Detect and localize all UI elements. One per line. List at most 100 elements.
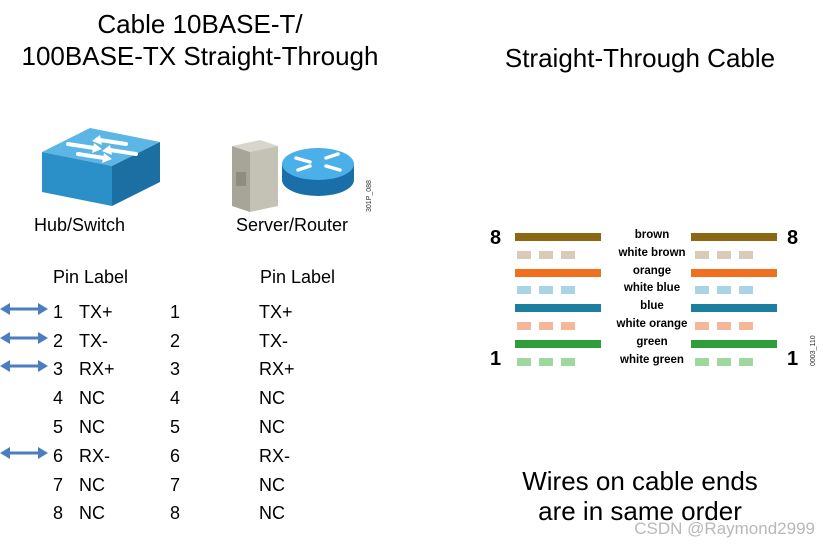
- end-number-bottom-right: 1: [787, 348, 799, 370]
- pin-number-right: 4: [170, 388, 181, 408]
- wire-stripe: [517, 322, 531, 330]
- pin-number-right: 2: [170, 331, 181, 351]
- wire-stripe: [539, 322, 553, 330]
- wire-segment-left: [515, 339, 601, 348]
- pin-number-right: 5: [170, 417, 181, 437]
- pin-number: 8: [53, 503, 64, 523]
- wire-stripe: [739, 357, 753, 366]
- wire-stripe: [517, 357, 531, 366]
- pin-number-right: 8: [170, 503, 181, 523]
- wire-stripe: [695, 357, 709, 366]
- pin-number: 3: [53, 359, 64, 379]
- switch-icon: [42, 128, 160, 206]
- wire-segment-right: [691, 304, 777, 313]
- pin-label: TX+: [79, 302, 113, 322]
- pin-number-right: 6: [170, 446, 181, 466]
- wire-row: white green: [515, 353, 777, 369]
- wire-row: white orange: [515, 318, 777, 333]
- wire-stripe: [695, 286, 709, 295]
- wire-color-name: orange: [632, 264, 672, 277]
- wire-stripe: [739, 250, 753, 259]
- pin-label: RX-: [79, 446, 110, 466]
- pin-label-right: RX+: [259, 359, 295, 379]
- pin-row: 3 RX+ 3 RX+: [0, 357, 420, 381]
- pin-number: 6: [53, 446, 64, 466]
- pin-label-right: NC: [259, 388, 285, 408]
- pin-header-left: Pin Label: [53, 267, 129, 287]
- wire-stripe: [739, 322, 753, 330]
- left-title: Cable 10BASE-T/ 100BASE-TX Straight-Thro…: [0, 8, 400, 72]
- pin-number: 1: [53, 302, 64, 322]
- wire-stripe: [695, 322, 709, 330]
- end-number-top-left: 8: [490, 227, 502, 249]
- pin-number: 2: [53, 331, 64, 351]
- figure-code-left: 301P_088: [366, 180, 373, 212]
- wire-segment-left: [515, 233, 601, 241]
- caption-line1: Wires on cable ends: [522, 466, 758, 496]
- wire-segment-right: [691, 268, 777, 277]
- wire-stripe: [561, 357, 575, 366]
- wire-segment-right: [691, 339, 777, 348]
- wire-row: orange: [515, 264, 777, 280]
- pin-number: 4: [53, 388, 64, 408]
- wire-color-name: brown: [634, 229, 670, 241]
- wire-stripe: [739, 286, 753, 295]
- wire-segment-right: [691, 233, 777, 241]
- end-number-top-right: 8: [787, 227, 799, 249]
- pin-row: 4 NC 4 NC: [0, 386, 420, 410]
- pin-label-right: NC: [259, 475, 285, 495]
- wire-segment-left: [515, 304, 601, 313]
- wire-stripe: [561, 322, 575, 330]
- wire-color-name: green: [636, 335, 668, 348]
- pin-label: NC: [79, 388, 105, 408]
- double-arrow-icon: [0, 332, 48, 344]
- wire-row: green: [515, 335, 777, 351]
- server-router-icon: [232, 140, 354, 212]
- pin-label: RX+: [79, 359, 115, 379]
- pin-label-right: TX+: [259, 302, 293, 322]
- double-arrow-icon: [0, 447, 48, 459]
- wire-stripe: [539, 286, 553, 295]
- pin-label: NC: [79, 417, 105, 437]
- right-title: Straight-Through Cable: [504, 43, 776, 73]
- wire-stripe: [517, 286, 531, 295]
- wire-color-name: white blue: [623, 282, 681, 295]
- wire-row: blue: [515, 300, 777, 315]
- wire-color-name: white brown: [618, 246, 686, 259]
- wire-row: white brown: [515, 246, 777, 262]
- figure-code-right: 0003_110: [810, 335, 817, 366]
- pin-row: 2 TX- 2 TX-: [0, 329, 420, 353]
- caption: Wires on cable ends are in same order: [470, 466, 810, 526]
- wire-segment-left: [515, 268, 601, 277]
- double-arrow-icon: [0, 303, 48, 315]
- pin-number-right: 3: [170, 359, 181, 379]
- pin-number-right: 7: [170, 475, 181, 495]
- wire-row: white blue: [515, 282, 777, 297]
- pin-row: 7 NC 7 NC: [0, 473, 420, 497]
- wire-stripe: [561, 250, 575, 259]
- wire-color-name: blue: [640, 300, 664, 313]
- wire-stripe: [717, 286, 731, 295]
- left-title-line1: Cable 10BASE-T/: [97, 9, 303, 39]
- pin-header-right: Pin Label: [260, 267, 336, 287]
- wire-stripe: [539, 357, 553, 366]
- wire-color-name: white orange: [616, 318, 688, 330]
- pin-label-right: RX-: [259, 446, 290, 466]
- end-number-bottom-left: 1: [490, 348, 502, 370]
- pin-number: 7: [53, 475, 64, 495]
- device-right-label: Server/Router: [236, 215, 349, 235]
- pin-number: 5: [53, 417, 64, 437]
- pin-label: TX-: [79, 331, 108, 351]
- wire-row: brown: [515, 229, 777, 244]
- pin-label-right: TX-: [259, 331, 288, 351]
- pin-row: 6 RX- 6 RX-: [0, 444, 420, 468]
- wire-stripe: [539, 250, 553, 259]
- caption-line2: are in same order: [538, 496, 742, 526]
- wire-color-name: white green: [620, 353, 684, 366]
- pin-label: NC: [79, 475, 105, 495]
- watermark: CSDN @Raymond2999: [634, 519, 815, 538]
- wire-stripe: [695, 250, 709, 259]
